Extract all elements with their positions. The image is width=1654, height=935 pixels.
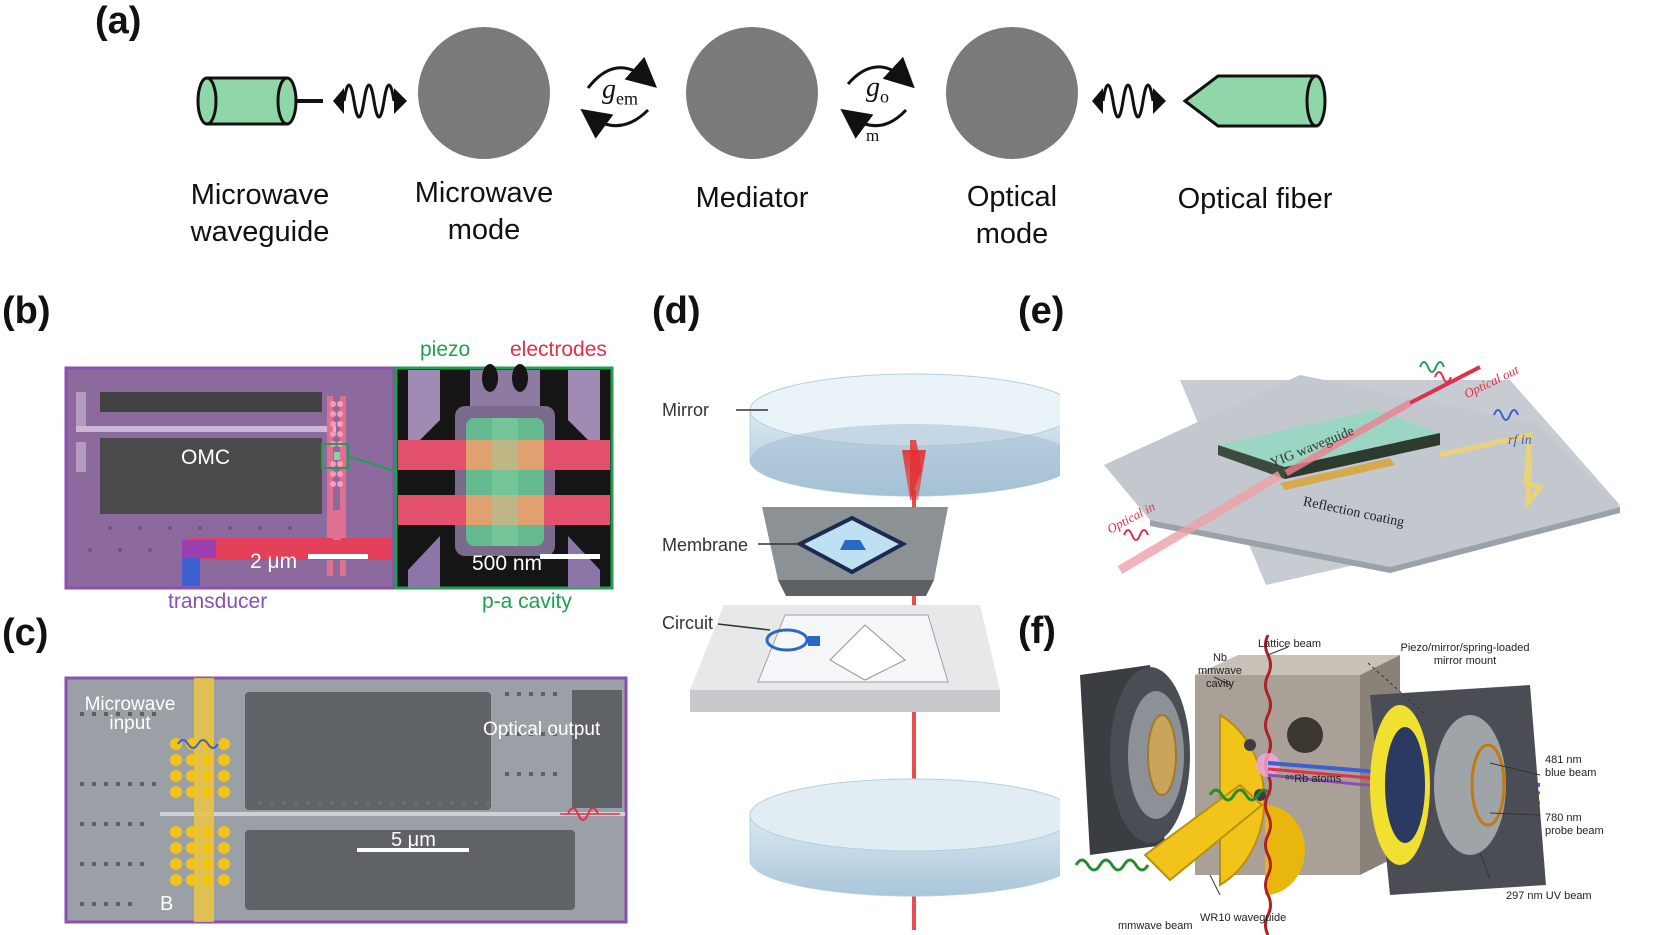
bottom-mirror-icon [749,778,1060,897]
nb-cavity-label: Nb mmwave cavity [1197,652,1242,690]
top-mirror-icon [749,373,1060,497]
microwave-waveguide-label: Microwave waveguide [190,179,330,248]
pa-cavity-label: p-a cavity [482,590,572,613]
panel-label-a: (a) [95,0,142,42]
wave-right-icon [1092,83,1166,119]
circuit-icon [690,605,1000,712]
optical-mode-label: Optical mode [966,181,1058,250]
panel-f-illustration [1074,635,1546,935]
membrane-label: Membrane [662,535,749,555]
wave-left-icon [333,83,407,119]
omc-label: OMC [181,446,230,469]
panel-d-illustration [690,373,1060,930]
membrane-icon [762,507,948,596]
blue-beam-label: 481 nm blue beam [1545,754,1597,779]
coupling-em-label: gem [602,74,638,109]
panel-c-micrograph [64,676,628,924]
coupling-em-arrows-icon [580,56,658,139]
uv-beam-label: 297 nm UV beam [1506,890,1592,902]
transducer-label: transducer [168,590,268,613]
microwave-mode-circle [418,27,550,159]
panel-b-micrographs [64,364,614,590]
probe-beam-label: 780 nm probe beam [1545,812,1604,837]
panel-e-illustration [1104,361,1620,585]
microwave-waveguide-icon [196,76,323,126]
microwave-mode-label: Microwave mode [414,177,554,246]
optical-fiber-label: Optical fiber [1177,183,1333,215]
optical-output-label: Optical output [483,719,601,740]
piezo-mount-label: Piezo/mirror/spring-loaded mirror mount [1400,642,1530,667]
microwave-input-label: Microwave input [84,694,176,734]
mediator-label: Mediator [695,182,809,214]
scale-bar-5um-label: 5 μm [391,829,436,851]
scale-bar-2um-label: 2 μm [250,550,298,573]
mmwave-beam-label: mmwave beam [1118,920,1193,932]
panel-label-e: (e) [1018,290,1065,332]
panel-label-f: (f) [1018,610,1056,652]
rb-atoms-label: ⁸⁵Rb atoms [1285,773,1342,785]
panel-label-d: (d) [652,290,701,332]
optical-fiber-icon [1182,74,1327,128]
circuit-label: Circuit [662,613,714,633]
scale-bar-500nm-label: 500 nm [472,552,543,575]
rf-in-label: rf in [1508,433,1532,448]
lattice-beam-label: Lattice beam [1258,638,1321,650]
contact-a-label: A [160,650,174,672]
mediator-circle [686,27,818,159]
mirror-label: Mirror [662,400,709,420]
coupling-om-sub-label: m [866,126,880,145]
piezo-label: piezo [420,338,471,361]
coupling-om-arrows-icon [840,56,915,139]
wr10-waveguide-label: WR10 waveguide [1200,912,1287,924]
panel-label-c: (c) [2,612,49,654]
panel-label-b: (b) [2,290,51,332]
contact-b-label: B [160,893,174,915]
panel-a-schematic [196,27,1327,159]
coupling-om-label: go [866,72,889,107]
optical-mode-circle [946,27,1078,159]
electrodes-label: electrodes [510,338,607,361]
